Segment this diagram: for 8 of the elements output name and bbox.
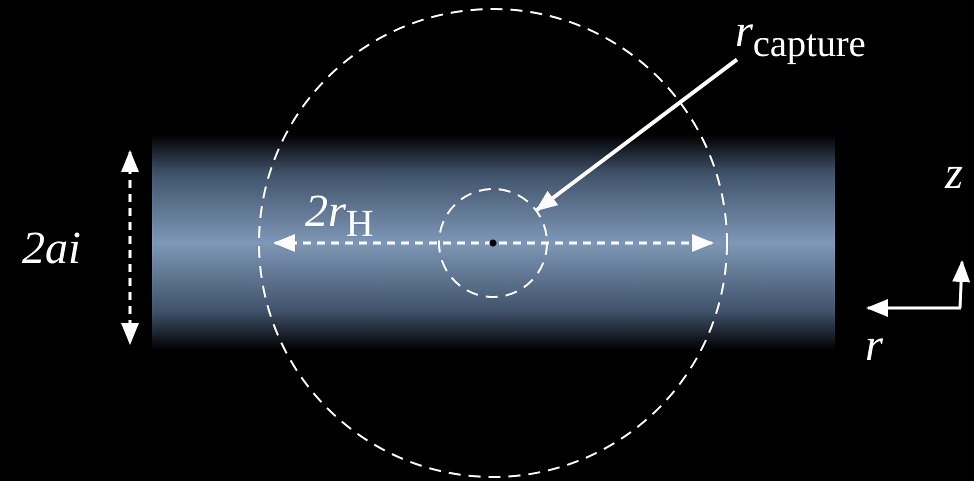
axis-label: z	[945, 150, 963, 196]
horizon-circle	[258, 8, 728, 478]
axis-label: r	[865, 322, 883, 368]
leader-line	[535, 58, 738, 212]
capture-circle	[438, 188, 548, 298]
dimension-label: 2r$_{H}$	[305, 188, 374, 244]
dimension-label: 2ai	[22, 225, 81, 271]
variable-label: r$_{capture}$	[735, 8, 866, 64]
